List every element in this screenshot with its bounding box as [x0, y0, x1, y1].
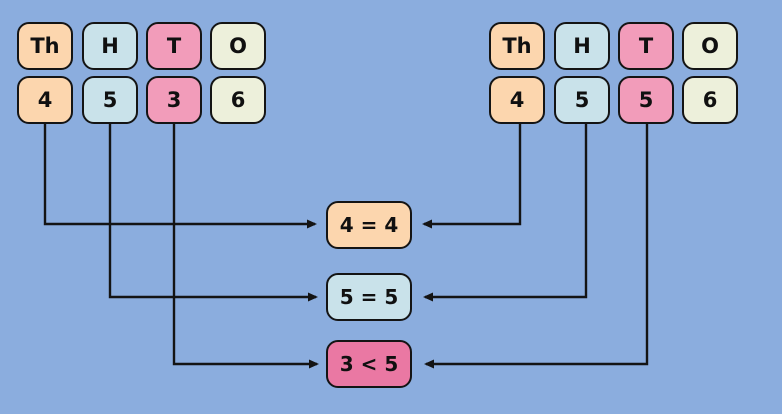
comparison-box-thousands: 4 = 4 [326, 201, 412, 249]
comparison-box-hundreds: 5 = 5 [326, 273, 412, 321]
left-digit-ones: 6 [210, 76, 266, 124]
right-header-th: Th [489, 22, 545, 70]
arrow-left-thousands-icon [43, 123, 317, 229]
right-header-o: O [682, 22, 738, 70]
comparison-box-tens: 3 < 5 [326, 340, 412, 388]
left-header-o: O [210, 22, 266, 70]
left-digit-tens: 3 [146, 76, 202, 124]
left-digit-hundreds: 5 [82, 76, 138, 124]
left-header-th: Th [17, 22, 73, 70]
left-header-h: H [82, 22, 138, 70]
right-digit-hundreds: 5 [554, 76, 610, 124]
arrow-left-hundreds-icon [108, 123, 318, 302]
arrow-right-hundreds-icon [423, 123, 588, 302]
right-header-t: T [618, 22, 674, 70]
right-header-h: H [554, 22, 610, 70]
left-digit-thousands: 4 [17, 76, 73, 124]
arrow-right-thousands-icon [422, 123, 522, 229]
arrow-left-tens-icon [172, 123, 319, 369]
left-header-t: T [146, 22, 202, 70]
right-digit-thousands: 4 [489, 76, 545, 124]
arrow-right-tens-icon [424, 123, 649, 369]
right-digit-tens: 5 [618, 76, 674, 124]
right-digit-ones: 6 [682, 76, 738, 124]
